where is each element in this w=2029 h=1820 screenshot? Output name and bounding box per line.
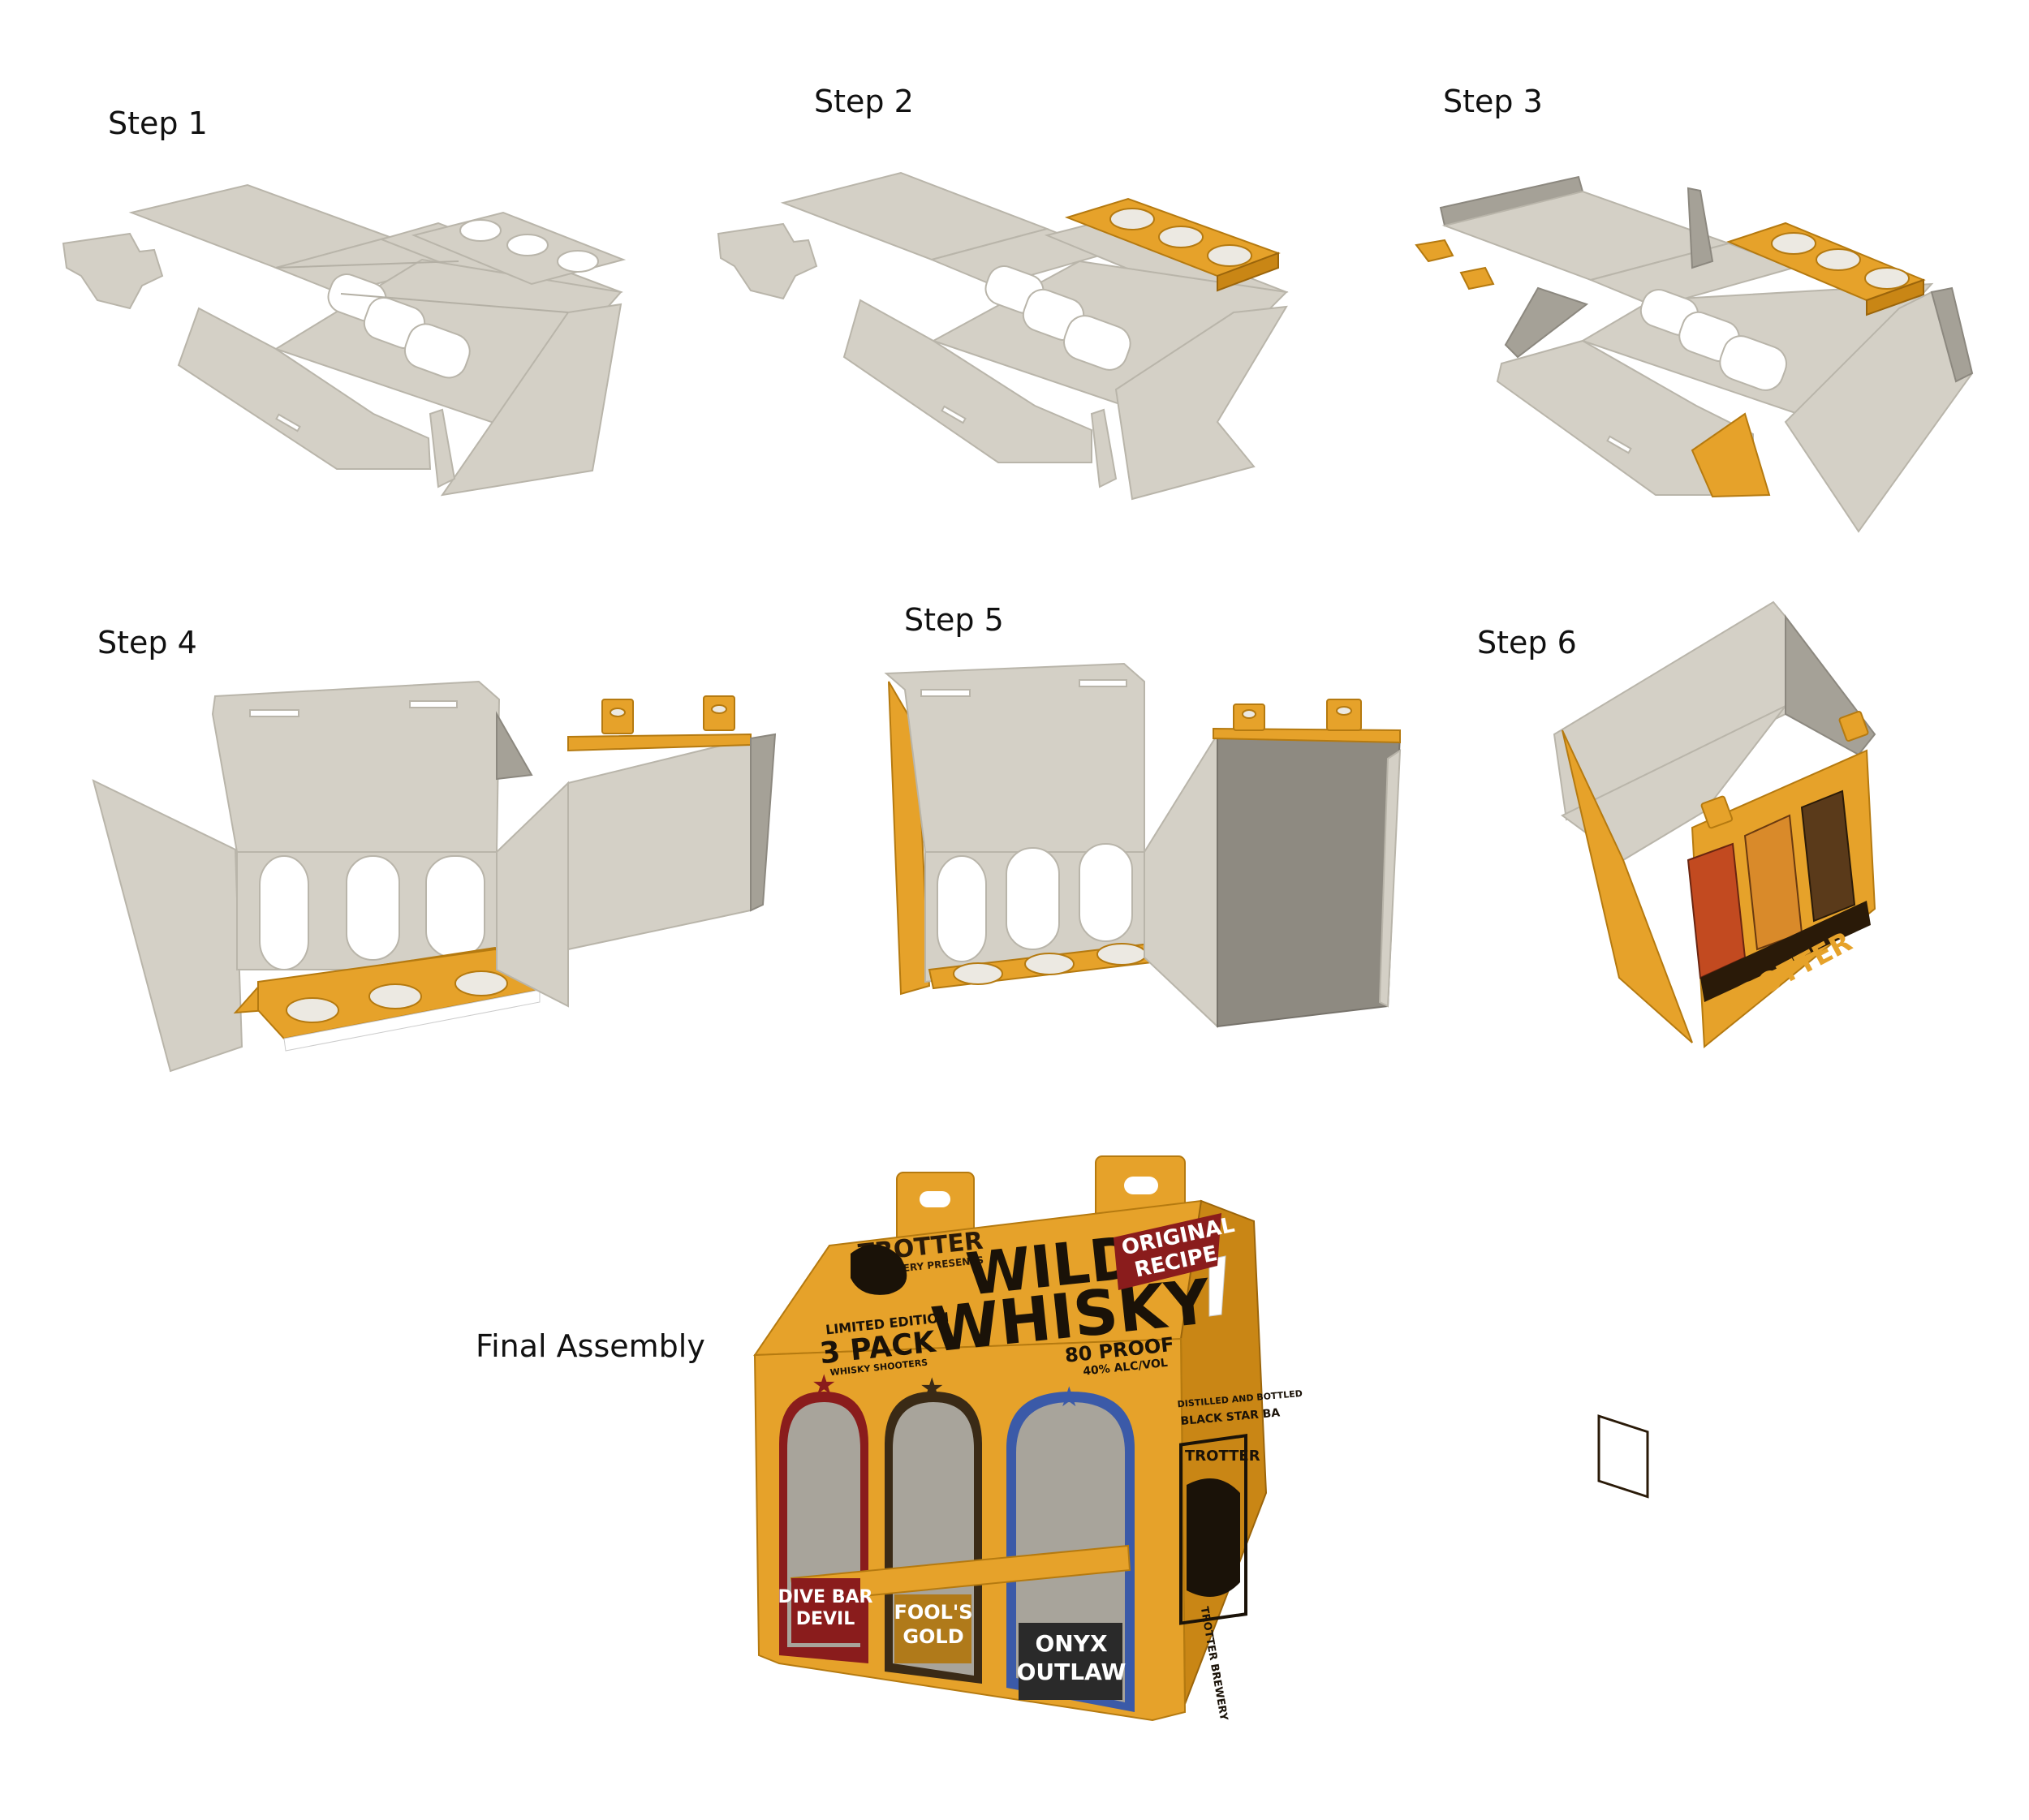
side-brand: TROTTER: [1185, 1448, 1260, 1465]
box-brand: TROTTER: [857, 1227, 984, 1268]
box-pack: 3 PACK: [818, 1325, 937, 1370]
step-6-assembly: TROTTER: [1553, 600, 1876, 1499]
step-5-label: Step 5: [904, 602, 1004, 638]
ribbon-line1: ORIGINAL: [1119, 1213, 1236, 1261]
flavor-3-line1: ONYX: [1035, 1630, 1108, 1657]
side-emblem-icon: [1187, 1478, 1240, 1597]
ribbon-line2: RECIPE: [1132, 1241, 1219, 1283]
flavor-1-line1: DIVE BAR: [778, 1587, 873, 1607]
step-4-label: Step 4: [97, 625, 197, 660]
flavor-1-line2: DEVIL: [796, 1609, 855, 1629]
side-text-2: BLACK STAR BA: [1180, 1406, 1281, 1428]
horse-logo-icon: [851, 1244, 907, 1295]
step-2-blank: [717, 171, 1289, 501]
final-box: DIVE BAR DEVIL FOOL'S GOLD ONYX OUTLAW ★…: [753, 1155, 1303, 1722]
box-pack-sub: WHISKY SHOOTERS: [829, 1357, 928, 1379]
step-6-side-brand: TROTTER: [1717, 926, 1857, 1021]
box-edition: LIMITED EDITION: [825, 1310, 950, 1338]
box-proof: 80 PROOF: [1064, 1333, 1175, 1367]
side-text-1: DISTILLED AND BOTTLED: [1177, 1388, 1303, 1409]
step-1-blank: [62, 183, 627, 497]
hang-tab-left: [896, 1172, 975, 1248]
star-icon-dark: ★: [920, 1372, 944, 1405]
flavor-2-line2: GOLD: [902, 1625, 963, 1648]
step-2-label: Step 2: [814, 84, 914, 119]
box-alc: 40% ALC/VOL: [1083, 1357, 1169, 1379]
flavor-3-line2: OUTLAW: [1017, 1659, 1127, 1685]
box-title-line1: WILD: [963, 1223, 1141, 1309]
box-title-line2: WHISKY: [928, 1265, 1214, 1366]
flavor-2-line1: FOOL'S: [894, 1601, 972, 1624]
box-presents: DISTILLERY PRESENTS: [861, 1254, 984, 1279]
step-5-assembly: [884, 662, 1402, 1029]
step-1-label: Step 1: [108, 105, 208, 141]
side-bottom-text: TROTTER BREWERY: [1198, 1606, 1230, 1722]
step-3-label: Step 3: [1443, 84, 1543, 119]
step-3-blank: [1415, 175, 1974, 533]
step-4-assembly: [92, 680, 777, 1073]
hang-tab-right: [1095, 1155, 1186, 1242]
star-icon-blue: ★: [1057, 1381, 1081, 1413]
step-6-label: Step 6: [1477, 625, 1577, 660]
final-assembly-label: Final Assembly: [476, 1328, 705, 1364]
star-icon-red: ★: [812, 1369, 836, 1401]
